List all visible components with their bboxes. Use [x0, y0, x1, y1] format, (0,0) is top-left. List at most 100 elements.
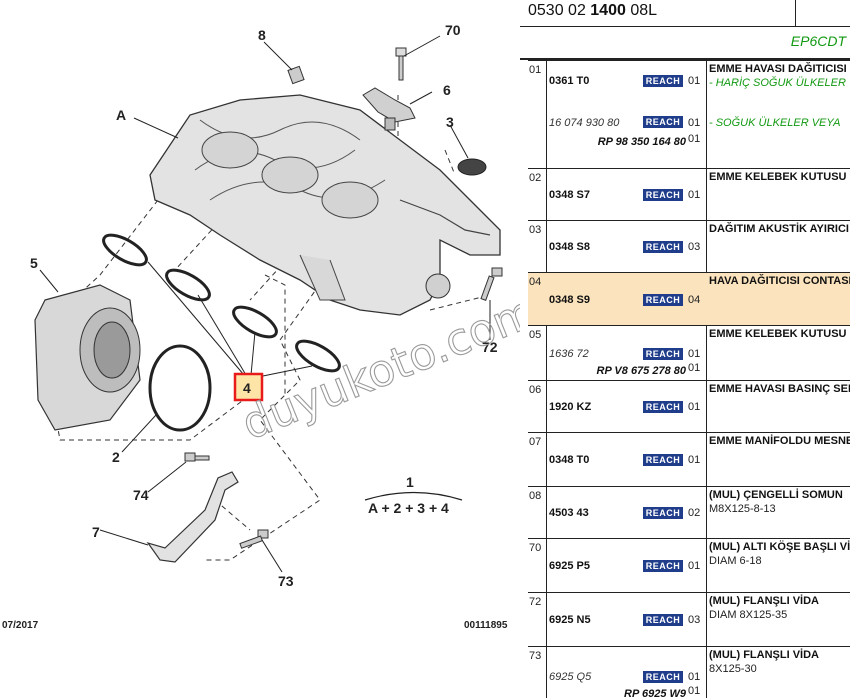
- part-code[interactable]: 6925 P5: [549, 560, 590, 572]
- quantity: 01: [688, 401, 701, 413]
- row-number-cell: 01: [528, 61, 547, 168]
- quantity: 01: [688, 671, 701, 683]
- bolt-70-drawing: [395, 47, 407, 81]
- part-description: EMME KELEBEK KUTUSU: [709, 328, 847, 340]
- quantity: 01: [688, 454, 701, 466]
- row-number-cell: 02: [528, 169, 547, 220]
- part-code[interactable]: 0348 S9: [549, 293, 590, 306]
- callout-a[interactable]: A: [116, 107, 126, 123]
- table-row[interactable]: 07 0348 T0 REACH 01 EMME MANİFOLDU MESNEDİ: [528, 432, 850, 486]
- callout-1[interactable]: 1: [406, 474, 414, 490]
- part-code-alt[interactable]: 6925 Q5: [549, 671, 592, 683]
- ref-suffix: 08L: [625, 2, 658, 19]
- part-code[interactable]: 0348 T0: [549, 454, 590, 466]
- row-number: 07: [529, 436, 542, 448]
- callout-6[interactable]: 6: [443, 82, 451, 98]
- callout-4-highlight[interactable]: [233, 372, 264, 402]
- diagram-date: 07/2017: [2, 620, 39, 631]
- quantity: 01: [688, 133, 701, 145]
- ref-bold: 1400: [590, 2, 626, 19]
- part-code[interactable]: 4503 43: [549, 507, 589, 519]
- quantity: 01: [688, 685, 701, 697]
- reach-badge: REACH: [643, 116, 683, 128]
- reach-badge: REACH: [643, 507, 683, 519]
- callout-70[interactable]: 70: [445, 22, 461, 38]
- part-code[interactable]: 0348 S7: [549, 189, 590, 201]
- part-code[interactable]: 1920 KZ: [549, 401, 592, 413]
- reach-badge: REACH: [643, 454, 683, 466]
- reach-badge: REACH: [643, 560, 683, 572]
- quantity: 01: [688, 347, 701, 360]
- description-cell: HAVA DAĞITICISI CONTASI: [706, 273, 850, 325]
- callout-74[interactable]: 74: [133, 487, 149, 503]
- replacement-code[interactable]: RP 98 350 164 80: [597, 136, 686, 148]
- part-code-alt[interactable]: 1636 72: [549, 347, 589, 360]
- screw-74-drawing: [184, 452, 210, 462]
- part-description: EMME MANİFOLDU MESNEDİ: [709, 435, 850, 447]
- replacement-code[interactable]: RP 6925 W9: [624, 688, 686, 698]
- description-cell: EMME KELEBEK KUTUSU: [706, 169, 850, 220]
- callout-4[interactable]: 4: [243, 380, 251, 396]
- part-description: HAVA DAĞITICISI CONTASI: [709, 275, 850, 287]
- part-spec: M8X125-8-13: [709, 503, 776, 515]
- part-code[interactable]: 0361 T0: [549, 75, 590, 87]
- reach-badge: REACH: [643, 347, 683, 360]
- part-description: EMME KELEBEK KUTUSU: [709, 171, 847, 183]
- quantity: 04: [688, 293, 701, 306]
- part-description: (MUL) FLANŞLI VİDA: [709, 649, 819, 661]
- replacement-code[interactable]: RP V8 675 278 80: [596, 364, 687, 377]
- part-code-alt[interactable]: 16 074 930 80: [549, 117, 620, 129]
- callout-8[interactable]: 8: [258, 27, 266, 43]
- quantity: 01: [688, 75, 701, 87]
- nut-8-drawing: [287, 65, 305, 85]
- assembly-formula: A + 2 + 3 + 4: [368, 500, 449, 516]
- row-number-cell: 07: [528, 433, 547, 486]
- leader-lines: [39, 35, 491, 573]
- ref-prefix: 0530 02: [528, 2, 591, 19]
- pressure-sensor-drawing: [362, 87, 416, 131]
- bracket-drawing: [146, 471, 239, 563]
- callout-73[interactable]: 73: [278, 573, 294, 589]
- description-cell: EMME HAVASI DAĞITICISI- HARİÇ SOĞUK ÜLKE…: [706, 61, 850, 168]
- callout-2[interactable]: 2: [112, 449, 120, 465]
- row-number: 05: [529, 329, 542, 341]
- quantity: 01: [688, 361, 701, 374]
- part-code[interactable]: 6925 N5: [549, 614, 591, 626]
- row-number-cell: 05: [528, 326, 547, 380]
- callout-72[interactable]: 72: [482, 339, 498, 355]
- part-code[interactable]: 0348 S8: [549, 241, 590, 253]
- part-description: EMME HAVASI DAĞITICISI: [709, 63, 847, 75]
- callout-3[interactable]: 3: [446, 114, 454, 130]
- callout-5[interactable]: 5: [30, 255, 38, 271]
- row-number-cell: 06: [528, 381, 547, 432]
- row-number: 01: [529, 64, 542, 76]
- quantity: 02: [688, 507, 701, 519]
- row-number-cell: 08: [528, 487, 547, 538]
- intake-manifold-drawing: [149, 94, 501, 316]
- row-number: 72: [529, 596, 542, 608]
- callout-7[interactable]: 7: [92, 524, 100, 540]
- part-note: - SOĞUK ÜLKELER VEYA: [709, 117, 841, 129]
- row-number: 70: [529, 542, 542, 554]
- part-description: (MUL) ALTI KÖŞE BAŞLI VİDA: [709, 541, 850, 553]
- part-description: DAĞITIM AKUSTİK AYIRICI: [709, 223, 849, 235]
